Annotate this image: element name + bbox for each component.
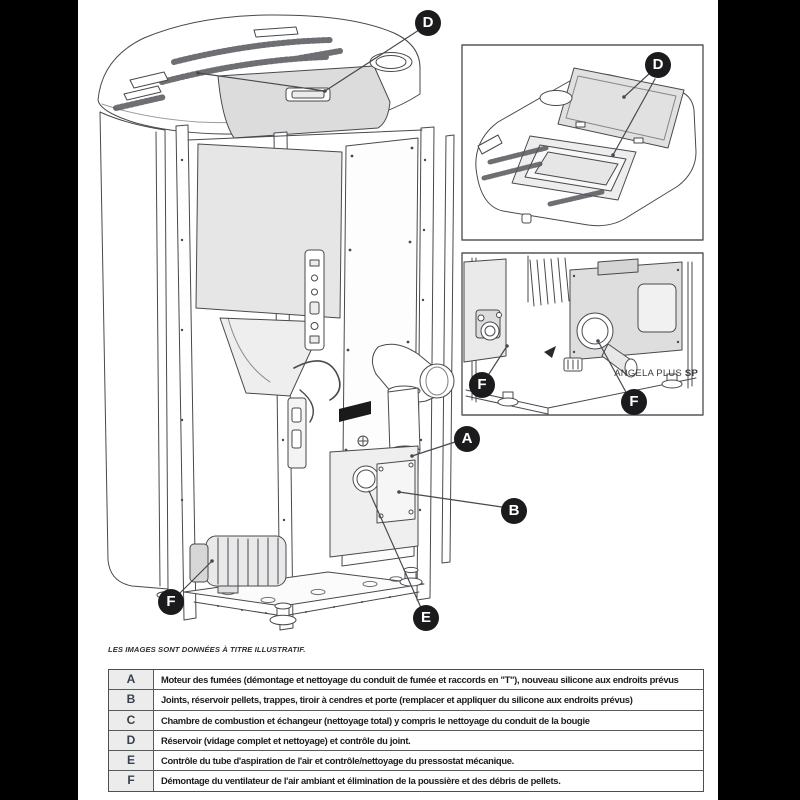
auger-motor — [475, 309, 502, 341]
table-row-description: Contrôle du tube d'aspiration de l'air e… — [161, 755, 514, 767]
flue-elbow — [372, 343, 455, 457]
model-variant: SP — [684, 368, 698, 379]
table-row-description: Moteur des fumées (démontage et nettoyag… — [161, 674, 679, 685]
table-row: A Moteur des fumées (démontage et nettoy… — [109, 670, 703, 691]
top-lid — [217, 65, 391, 139]
inset-lower-rear — [461, 252, 704, 416]
table-row: F Démontage du ventilateur de l'air ambi… — [109, 771, 703, 791]
callout-f-inset-right: F — [621, 389, 647, 415]
table-row-key: F — [109, 771, 154, 791]
table-row-key: B — [109, 690, 154, 710]
main-stove-illustration — [97, 14, 503, 631]
table-row: E Contrôle du tube d'aspiration de l'air… — [109, 751, 703, 772]
callout-d-inset: D — [645, 52, 671, 78]
table-row-description: Chambre de combustion et échangeur (nett… — [161, 714, 590, 726]
table-row-description: Réservoir (vidage complet et nettoyage) … — [161, 734, 411, 746]
table-row-key: C — [109, 710, 154, 730]
maintenance-table: A Moteur des fumées (démontage et nettoy… — [108, 669, 704, 792]
table-row-key: E — [109, 751, 154, 771]
model-name: ANGELA PLUS — [614, 368, 682, 379]
callout-f-inset-left: F — [469, 372, 495, 398]
table-row: B Joints, réservoir pellets, trappes, ti… — [109, 690, 703, 711]
table-row-description: Démontage du ventilateur de l'air ambian… — [161, 775, 561, 787]
callout-e: E — [413, 605, 439, 631]
inset-top-view — [461, 44, 704, 241]
stove-line-art — [97, 14, 704, 631]
table-row: C Chambre de combustion et échangeur (ne… — [109, 710, 703, 731]
table-row-description: Joints, réservoir pellets, trappes, tiro… — [161, 694, 633, 706]
callout-a: A — [454, 426, 480, 452]
control-strip — [304, 249, 325, 351]
room-fan-motor — [189, 535, 287, 594]
callout-b: B — [501, 498, 527, 524]
callout-d-main: D — [415, 10, 441, 36]
leader-lines — [179, 29, 503, 611]
table-row: D Réservoir (vidage complet et nettoyage… — [109, 730, 703, 752]
illustration-note: LES IMAGES SONT DONNÉES À TITRE ILLUSTRA… — [108, 645, 306, 654]
top-grille — [113, 37, 343, 111]
pellet-lid-open — [557, 67, 685, 149]
table-row-key: D — [109, 730, 154, 751]
callout-f-main: F — [158, 589, 184, 615]
table-row-key: A — [109, 670, 154, 690]
inspection-panel — [376, 459, 416, 524]
